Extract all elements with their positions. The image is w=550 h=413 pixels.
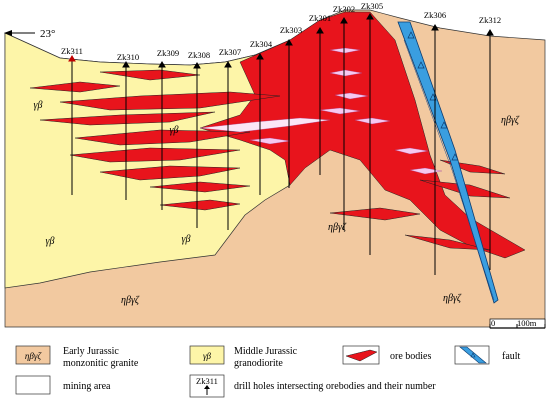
granodiorite-label: γβ [170, 125, 179, 136]
drill-hole-labels: Zk311 Zk310 Zk309 Zk308 Zk307 Zk304 Zk30… [61, 1, 501, 62]
legend-granite-symbol: ηβγζ [25, 351, 42, 361]
scale-length: 100m [517, 318, 537, 328]
mining-area [334, 92, 369, 100]
legend-grano-swatch [189, 345, 225, 365]
legend: ηβγζ Early Jurassic monzonitic granite γ… [15, 345, 521, 398]
legend-mining-swatch [15, 375, 51, 395]
mining-area [329, 69, 363, 77]
legend-fault-swatch [459, 346, 487, 364]
legend-granite-text-2: monzonitic granite [63, 358, 139, 369]
drill-hole-label: Zk305 [361, 1, 383, 11]
drill-hole-label: Zk302 [333, 4, 355, 14]
ore-bodies [29, 11, 526, 259]
ore-lens [59, 91, 281, 111]
triangle-icon [417, 61, 425, 69]
scale-bar: 0 100m [489, 318, 546, 329]
granodiorite-label: γβ [34, 100, 43, 111]
mining-area [329, 47, 361, 54]
legend-ore-swatch [345, 349, 378, 362]
arrow-up-icon [204, 385, 210, 389]
granodiorite-label: γβ [182, 234, 191, 245]
legend-hole-text: drill holes intersecting orebodies and t… [234, 381, 436, 392]
drill-hole-label: Zk306 [424, 10, 446, 20]
arrow-left-icon [4, 30, 12, 36]
drill-hole-label: Zk308 [188, 50, 210, 60]
drill-hole-label: Zk312 [479, 15, 501, 25]
granite-label: ηβγζ [328, 222, 347, 233]
mining-area [409, 167, 443, 175]
legend-ore-text: ore bodies [390, 351, 431, 362]
mining-areas [199, 47, 443, 175]
triangle-icon [451, 153, 459, 161]
ore-lens [99, 69, 201, 81]
mining-area [394, 147, 429, 155]
legend-hole-symbol: Zk311 [196, 376, 218, 386]
legend-granite-swatch [15, 345, 51, 365]
drill-hole-label: Zk304 [250, 39, 273, 49]
legend-fault-text: fault [502, 351, 521, 362]
triangle-icon [470, 352, 476, 358]
orientation-label: 23° [40, 28, 55, 40]
drill-hole-label: Zk303 [280, 25, 302, 35]
ore-lens [99, 165, 241, 181]
drill-hole-label: Zk311 [61, 46, 83, 56]
ore-main-mass [199, 11, 526, 259]
drill-hole-label: Zk309 [157, 48, 179, 58]
mining-area [199, 117, 331, 133]
drill-hole-label: Zk310 [117, 52, 139, 62]
triangle-icon [440, 121, 448, 129]
ore-lens [149, 181, 251, 193]
fault-zone [397, 21, 499, 304]
ore-lens [29, 81, 121, 93]
granite-label: ηβγζ [501, 115, 520, 126]
section-body: Zk311 Zk310 Zk309 Zk308 Zk307 Zk304 Zk30… [4, 1, 546, 329]
fault-inner [403, 39, 495, 301]
legend-granite-text-1: Early Jurassic [63, 346, 119, 357]
drill-hole-label: Zk301 [309, 13, 331, 23]
triangle-icon [407, 31, 415, 39]
legend-grano-text-2: granodiorite [234, 358, 283, 369]
mining-area [319, 107, 361, 115]
scale-zero: 0 [491, 318, 495, 328]
legend-mining-text: mining area [63, 381, 111, 392]
legend-grano-text-1: Middle Jurassic [234, 346, 298, 357]
ore-lens [159, 199, 241, 211]
legend-grano-symbol: γβ [203, 351, 212, 361]
drill-hole-label: Zk307 [219, 47, 241, 57]
granite-label: ηβγζ [121, 295, 140, 306]
granodiorite-label: γβ [46, 236, 55, 247]
fault [397, 21, 499, 304]
rock-unit-labels: γβ γβ γβ γβ ηβγζ ηβγζ ηβγζ ηβγζ [34, 100, 520, 306]
drill-holes [68, 13, 494, 275]
mining-area [354, 117, 391, 125]
ore-lens [39, 111, 216, 126]
ore-lens [329, 207, 421, 221]
orientation-arrow: 23° [4, 28, 55, 40]
granite-label: ηβγζ [443, 293, 462, 304]
